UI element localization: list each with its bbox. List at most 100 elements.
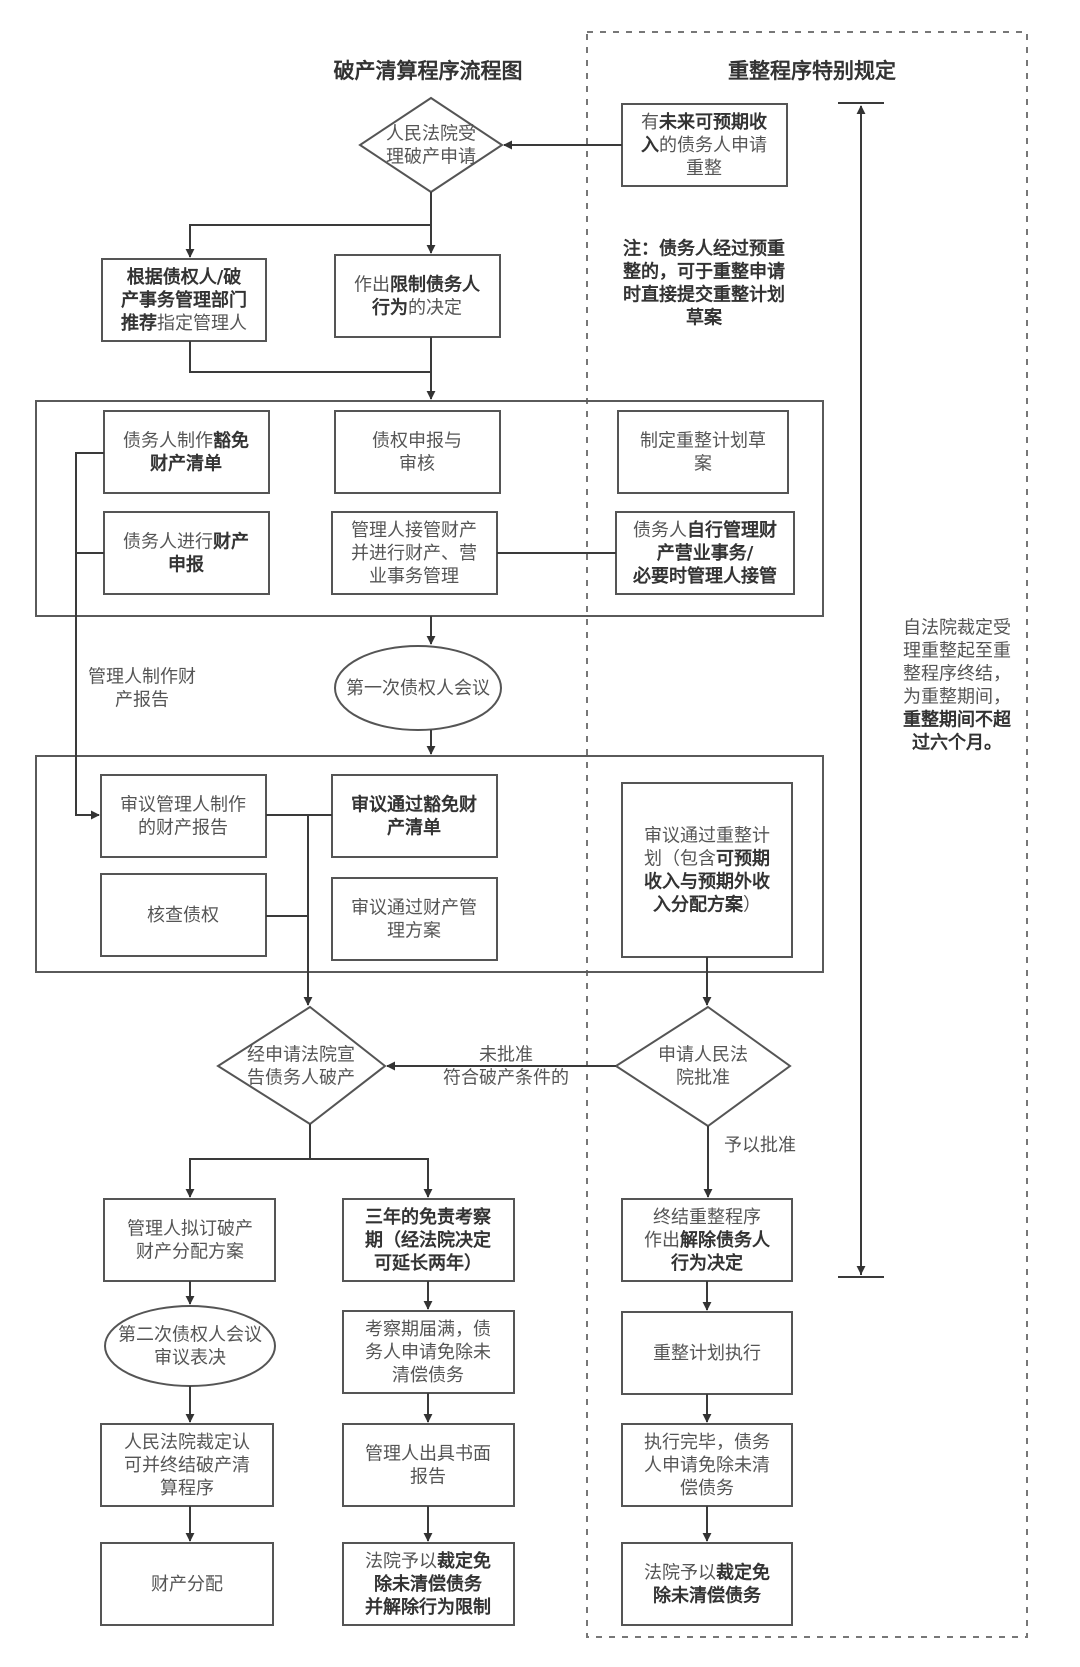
text: 清偿债务	[392, 1365, 464, 1386]
label-line: 债务人制作豁免	[123, 430, 249, 452]
text: 财产分配	[151, 1574, 223, 1595]
text: 案	[694, 454, 712, 475]
label-line: 清偿债务	[392, 1365, 464, 1386]
label-line: 自法院裁定受	[903, 618, 1011, 639]
label-line: 审核	[399, 454, 435, 475]
text: 审议通过重整计	[644, 826, 770, 847]
text: 核查债权	[147, 905, 219, 926]
bold-text: 自行管理财	[687, 519, 777, 541]
label-distribute: 财产分配	[151, 1574, 223, 1595]
edge-report-to-review	[75, 452, 104, 820]
node-probation	[342, 1198, 515, 1282]
label-line: 除未清偿债务	[653, 1585, 762, 1607]
bold-text: 裁定免	[716, 1562, 770, 1584]
label-line: 院批准	[676, 1068, 730, 1089]
text: 审议管理人制作	[120, 795, 246, 816]
label-line: 债务人自行管理财	[633, 519, 777, 541]
bold-text: 整的，可于重整申请	[622, 261, 785, 283]
label-line: 理方案	[387, 921, 441, 942]
label-line: 终结重整程序	[653, 1207, 761, 1228]
label-line: 入分配方案）	[653, 894, 761, 916]
right-title: 重整程序特别规定	[728, 59, 896, 83]
bold-text: 入分配方案	[653, 894, 744, 916]
label-line: 偿债务	[680, 1478, 734, 1499]
label-edge-approved: 予以批准	[724, 1135, 796, 1156]
text: 债务人进行	[123, 532, 213, 553]
text: 院批准	[676, 1068, 730, 1089]
label-line: 管理人制作财	[88, 667, 196, 688]
bold-text: 根据债权人/破	[127, 266, 242, 288]
text: 审核	[399, 454, 435, 475]
node-verify-claims	[100, 873, 267, 957]
node-self-manage	[615, 511, 795, 595]
label-line: 申报	[168, 554, 204, 576]
label-line: 为重整期间，	[903, 687, 1011, 708]
label-line: 财产分配	[151, 1574, 223, 1595]
text: 理重整起至重	[903, 641, 1011, 662]
label-line: 划（包含可预期	[644, 849, 770, 870]
label-line: 考察期届满，债	[365, 1319, 491, 1340]
label-line: 审议表决	[154, 1348, 226, 1369]
label-line: 草案	[686, 307, 723, 329]
text: 人民法院受	[386, 124, 476, 145]
text: 人申请免除未清	[644, 1455, 770, 1476]
bold-text: 推荐	[121, 312, 157, 334]
bold-text: 收入与预期外收	[644, 871, 770, 893]
text: 理破产申请	[386, 147, 476, 168]
label-line: 产事务管理部门	[121, 289, 247, 311]
label-line: 第一次债权人会议	[346, 678, 490, 699]
text: ）	[743, 895, 761, 916]
bold-text: 除未清偿债务	[653, 1585, 762, 1607]
node-labels: 人民法院受理破产申请有未来可预期收入的债务人申请重整注：债务人经过预重整的，可于…	[88, 111, 1012, 1618]
label-line: 人申请免除未清	[644, 1455, 770, 1476]
text: 报告	[410, 1467, 446, 1488]
bold-text: 财产	[213, 531, 249, 553]
text: 并进行财产、营	[351, 543, 477, 564]
label-line: 债务人进行财产	[123, 531, 249, 553]
node-draft-plan	[617, 410, 789, 494]
label-line: 财产清单	[150, 453, 222, 475]
node-accept-diamond	[358, 96, 504, 194]
label-line: 审议通过豁免财	[351, 794, 477, 816]
text: 经申请法院宣	[247, 1045, 355, 1066]
label-line: 人民法院受	[386, 124, 476, 145]
text: 告债务人破产	[247, 1068, 355, 1089]
phase-two-group	[35, 755, 824, 973]
node-restrict	[334, 254, 501, 338]
text: 整程序终结，	[903, 664, 1011, 685]
text: 债务人	[633, 520, 687, 541]
label-line: 重整期间不超	[903, 709, 1012, 731]
bold-text: 入	[641, 135, 659, 156]
label-verify-claims: 核查债权	[147, 905, 219, 926]
text: 制定重整计划草	[640, 431, 766, 452]
label-line: 期（经法院决定	[365, 1229, 491, 1251]
reorganization-region	[586, 31, 1028, 1638]
label-line: 根据债权人/破	[127, 266, 242, 288]
label-line: 务人申请免除未	[365, 1342, 491, 1363]
bold-text: 财产清单	[150, 453, 222, 475]
label-line: 的财产报告	[138, 818, 228, 839]
text: 管理人接管财产	[351, 520, 477, 541]
text: 自法院裁定受	[903, 618, 1011, 639]
label-line: 入的债务人申请	[641, 135, 767, 156]
label-line: 有未来可预期收	[641, 111, 767, 133]
label-execute-plan: 重整计划执行	[653, 1343, 761, 1364]
bold-text: 未来可预期收	[659, 111, 767, 133]
label-line: 可并终结破产清	[124, 1455, 250, 1476]
label-line: 人民法院裁定认	[124, 1432, 250, 1453]
label-line: 可延长两年）	[374, 1252, 482, 1274]
node-distribution-plan	[103, 1198, 276, 1282]
node-execute-plan	[621, 1311, 793, 1395]
label-line: 行为的决定	[371, 297, 462, 319]
